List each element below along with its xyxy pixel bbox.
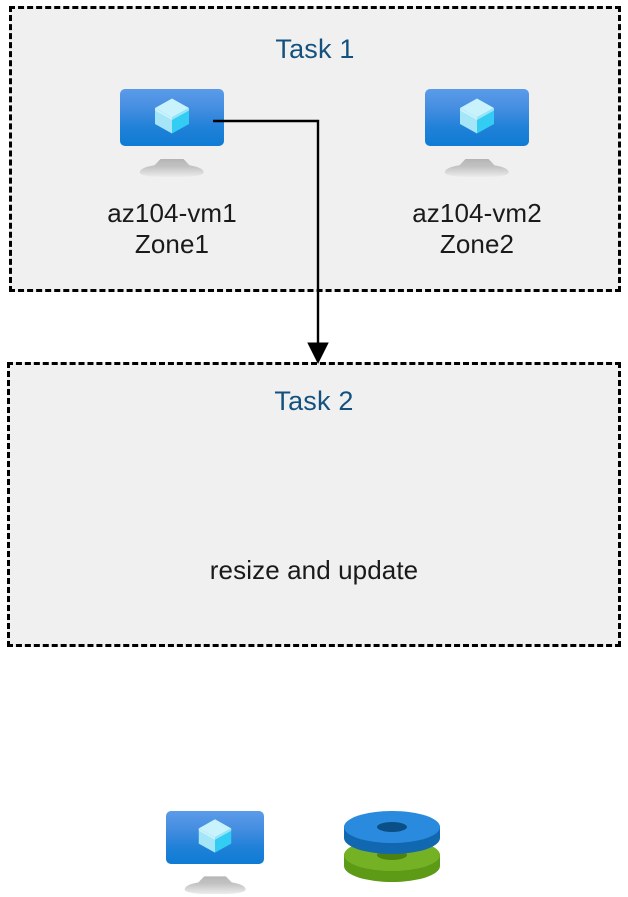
task-group-task1: Task 1 az104-vm1 Zone1	[9, 6, 621, 292]
azure-virtual-machine-icon	[120, 89, 224, 181]
task2-caption: resize and update	[209, 555, 419, 585]
vm-cube-icon	[150, 93, 194, 142]
node-label-az104-vm2: az104-vm2 Zone2	[412, 198, 542, 259]
vm-cube-icon	[194, 814, 236, 861]
node-task2-disks[interactable]	[340, 809, 444, 889]
vm-stand-base	[139, 165, 205, 178]
vm-cube-icon	[455, 93, 499, 142]
node-label-az104-vm1: az104-vm1 Zone1	[107, 198, 237, 259]
task2-title: Task 2	[274, 386, 354, 416]
vm-stand-base	[184, 882, 246, 894]
task1-title: Task 1	[275, 34, 355, 64]
azure-virtual-machine-icon	[425, 89, 529, 181]
node-task2-vm[interactable]	[155, 811, 275, 897]
diagram-canvas: Task 1 az104-vm1 Zone1	[7, 6, 621, 894]
vm-stand-base	[444, 165, 510, 178]
node-az104-vm1[interactable]: az104-vm1 Zone1	[72, 89, 272, 260]
azure-disks-icon	[344, 811, 440, 882]
azure-virtual-machine-icon	[166, 811, 264, 897]
node-az104-vm2[interactable]: az104-vm2 Zone2	[377, 89, 577, 260]
task-group-task2: Task 2	[7, 362, 621, 894]
